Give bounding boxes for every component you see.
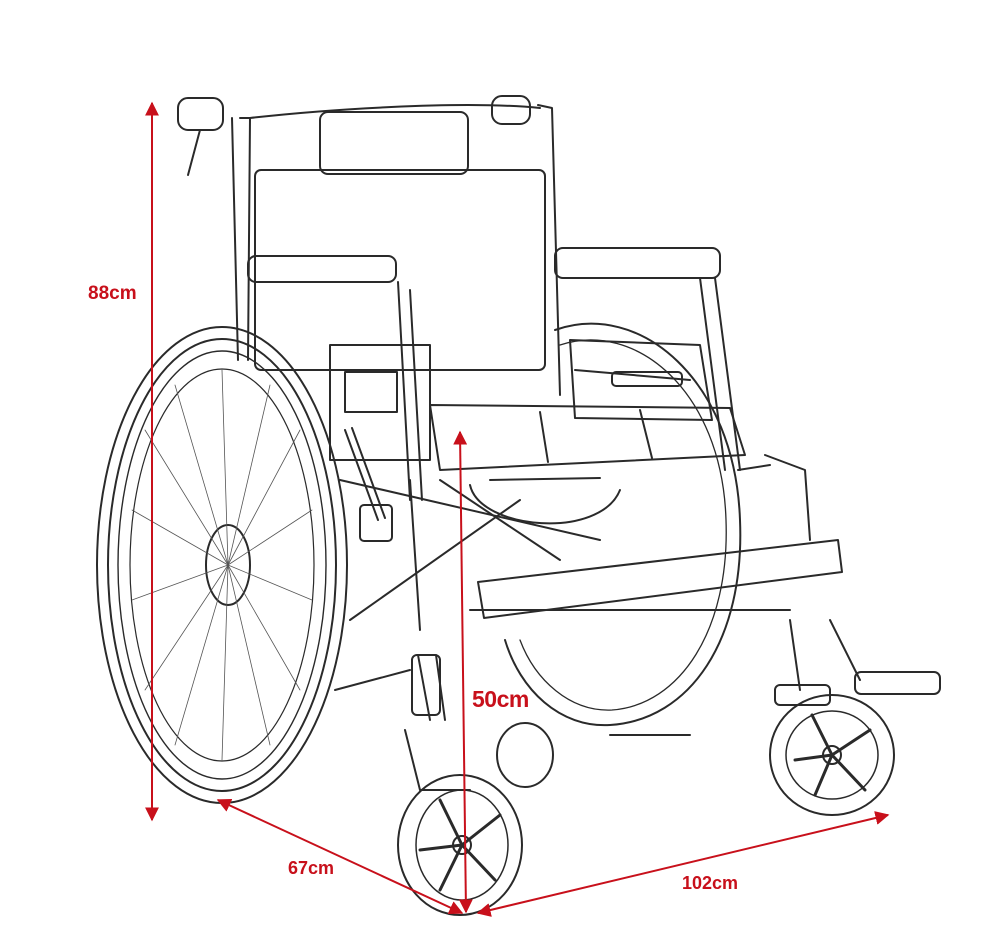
footrest (774, 619, 941, 706)
armrests (247, 247, 741, 501)
height-label: 88cm (88, 283, 137, 304)
width-dimension-line (216, 798, 464, 915)
length-label: 102cm (682, 873, 739, 893)
dimension-lines (145, 101, 890, 917)
caster-right (769, 694, 895, 816)
backrest (177, 95, 561, 396)
rear-wheel-left (96, 326, 348, 804)
wheelchair-drawing (96, 95, 941, 916)
seat-height-label: 50cm (472, 686, 529, 712)
width-label: 67cm (288, 858, 335, 878)
seat (429, 404, 746, 525)
leg-rest (477, 539, 843, 619)
frame (334, 454, 811, 736)
length-dimension-line (476, 811, 890, 917)
rear-wheel-right (504, 322, 742, 727)
side-panels (329, 339, 713, 461)
seat-height-dimension-line (453, 430, 473, 914)
rear-small-wheel (496, 722, 554, 788)
brake-lever (344, 427, 393, 542)
